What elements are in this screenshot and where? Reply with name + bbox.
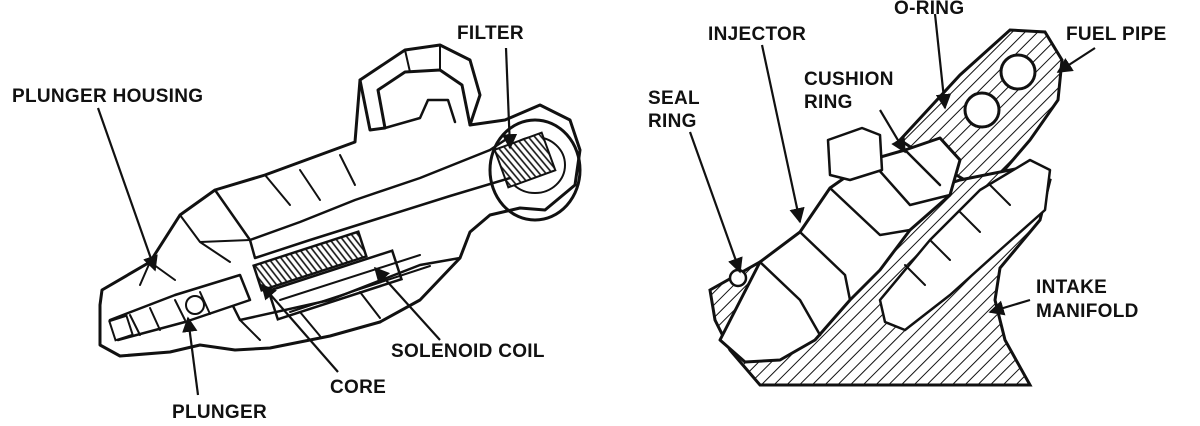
connector-housing: [358, 68, 472, 132]
label-plunger-housing: PLUNGER HOUSING: [12, 86, 203, 107]
label-seal-ring-line2: RING: [648, 111, 697, 132]
filter-cap: [488, 118, 582, 222]
label-cushion-ring-line1: CUSHION: [804, 69, 894, 90]
right-leader-lines: [688, 13, 1096, 316]
fuel-pipe-hole-1: [999, 53, 1037, 91]
label-seal-ring-line1: SEAL: [648, 88, 700, 109]
label-filter: FILTER: [457, 23, 524, 44]
seal-ring: [728, 268, 748, 288]
label-injector: INJECTOR: [708, 24, 806, 45]
injector-cutaway: [98, 43, 582, 358]
mounting-cross-section: [708, 28, 1064, 387]
label-fuel-pipe: FUEL PIPE: [1066, 24, 1167, 45]
cushion-ring-cap: [826, 126, 884, 182]
label-core: CORE: [330, 377, 386, 398]
label-o-ring: O-RING: [894, 0, 964, 19]
label-cushion-ring-line2: RING: [804, 92, 853, 113]
solenoid-coil-winding: [252, 230, 368, 292]
core-body: [266, 249, 404, 321]
fuel-pipe-hole-2: [963, 91, 1001, 129]
injector-body-outline: [98, 43, 582, 358]
label-intake-manifold-line1: INTAKE: [1036, 277, 1107, 298]
label-intake-manifold-line2: MANIFOLD: [1036, 301, 1139, 322]
left-leader-lines: [96, 47, 518, 396]
label-solenoid-coil: SOLENOID COIL: [391, 341, 545, 362]
label-plunger: PLUNGER: [172, 402, 267, 423]
